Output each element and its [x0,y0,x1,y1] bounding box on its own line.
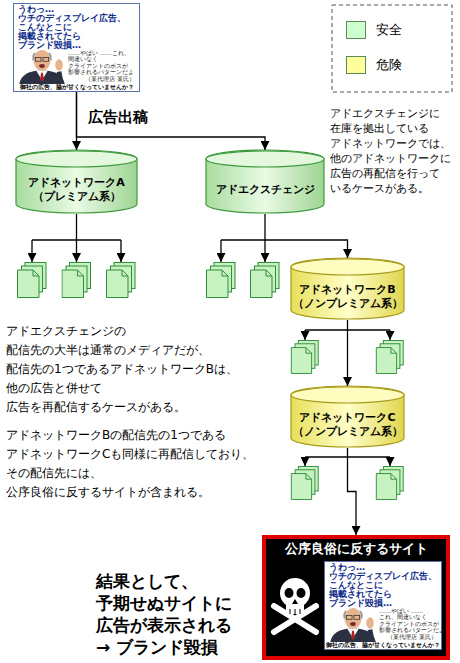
skull-nose [292,599,298,604]
ad-headline: うわっ… ウチのディスプレイ広告、 こんなとこに 掲載されてたら ブランド毀損… [329,563,437,608]
legend-swatch [346,21,366,39]
branch-arrow [31,240,32,262]
media-doc-icon [291,466,318,499]
legend-text: 安全 [376,21,402,39]
skull-symbol [274,578,316,632]
network-cylinder: アドネットワークA （プレミアム系） [15,150,138,214]
network-cylinder: アドネットワークB （ノンプレミアム系） [290,258,405,320]
branch-line [76,214,77,240]
conclusion-text: 結果として、 予期せぬサイトに 広告が表示される → ブランド毀損 [96,570,240,658]
note-text: アドエクスチェンジに 在庫を拠出している アドネットワークでは、 他のアドネット… [330,106,456,196]
media-doc-icon [291,340,318,373]
ad-tagline: 御社の広告、脇が甘くなっていませんか？ [325,641,441,648]
ad-attribution: （某代理店 某氏） [387,634,437,641]
exchange-cylinder: アドエクスチェンジ [205,150,325,214]
cylinder-top [291,387,404,403]
cylinder-label: アドネットワークC （ノンプレミアム系） [293,411,403,439]
skull-eye [285,588,294,598]
branch-arrow [76,240,77,262]
branch-arrow [304,457,305,466]
cylinder-label-area: アドネットワークA （プレミアム系） [18,169,135,210]
ad-thumbnail: うわっ… ウチのディスプレイ広告、 こんなとこに 掲載されてたら ブランド毀損…… [13,3,140,92]
ad-thumbnail: うわっ… ウチのディスプレイ広告、 こんなとこに 掲載されてたら ブランド毀損…… [324,561,442,650]
cylinder-body [291,258,404,319]
media-doc-icon [207,263,236,298]
cylinder-label: アドネットワークA （プレミアム系） [18,176,135,204]
media-doc-icon [376,466,403,499]
flow-label: 広告出稿 [88,108,168,127]
skull-teeth [290,609,300,614]
note-text: アドネットワークBの配信先の1つである アドネットワークCも同様に再配信しており… [6,426,278,502]
ad-attribution: （某代理店 某氏） [85,76,135,83]
ad-headline: うわっ… ウチのディスプレイ広告、 こんなとこに 掲載されてたら ブランド毀損… [18,5,135,50]
branch-arrow [220,240,221,262]
cylinder-label-area: アドネットワークC （ノンプレミアム系） [293,405,402,444]
legend-swatch [346,56,366,74]
cylinder-label: アドネットワークB （ノンプレミアム系） [293,283,403,311]
cylinder-label-area: アドエクスチェンジ [208,169,322,210]
legend-frame [332,5,452,92]
note-text: アドエクスチェンジの 配信先の大半は通常のメディアだが、 配信先の1つであるアド… [6,322,278,417]
media-doc-icon [251,263,280,298]
cylinder-top [291,259,404,275]
cylinder-shape [205,150,325,214]
cylinder-body [291,386,404,447]
skull-cranium [280,578,310,608]
man-illustration [19,50,64,84]
man-illustration [327,606,379,642]
cylinder-top [16,151,137,167]
media-doc-icon [376,340,403,373]
flow-arrow [347,320,348,386]
ad-tagline: 御社の広告、脇が甘くなっていませんか？ [14,83,139,90]
skull-eye [297,588,306,598]
media-doc-icon [18,263,47,298]
media-doc-icon [107,263,136,298]
branch-line [221,239,265,240]
flow-arrow [77,92,266,150]
cylinder-body [16,150,137,213]
legend-text: 危険 [376,56,402,74]
branch-arrow [264,240,265,262]
site-title: 公序良俗に反するサイト [266,541,446,557]
network-cylinder: アドネットワークC （ノンプレミアム系） [290,386,405,448]
crossbone [274,606,316,632]
branch-arrow [120,240,121,262]
cylinder-label-area: アドネットワークB （ノンプレミアム系） [293,277,402,316]
ad-quote: ……やばい ……これ、間違いなく クライアントのボスが 影響されるパターンだよ [379,608,439,634]
man-illustration [16,48,68,84]
flow-arrow [265,214,348,258]
branch-arrow [389,330,390,340]
media-doc-icon [62,263,91,298]
cylinder-label: アドエクスチェンジ [216,183,315,197]
man-illustration [330,608,375,642]
branch-arrow [304,330,305,340]
crossbone [274,606,316,632]
flow-arrow [348,448,357,535]
cylinder-top [206,151,324,167]
ad-quote: ……やばい ……これ、間違いなく クライアントのボスが 影響されるパターンだよ [68,50,137,76]
branch-arrow [389,457,390,466]
cylinder-body [206,150,324,213]
